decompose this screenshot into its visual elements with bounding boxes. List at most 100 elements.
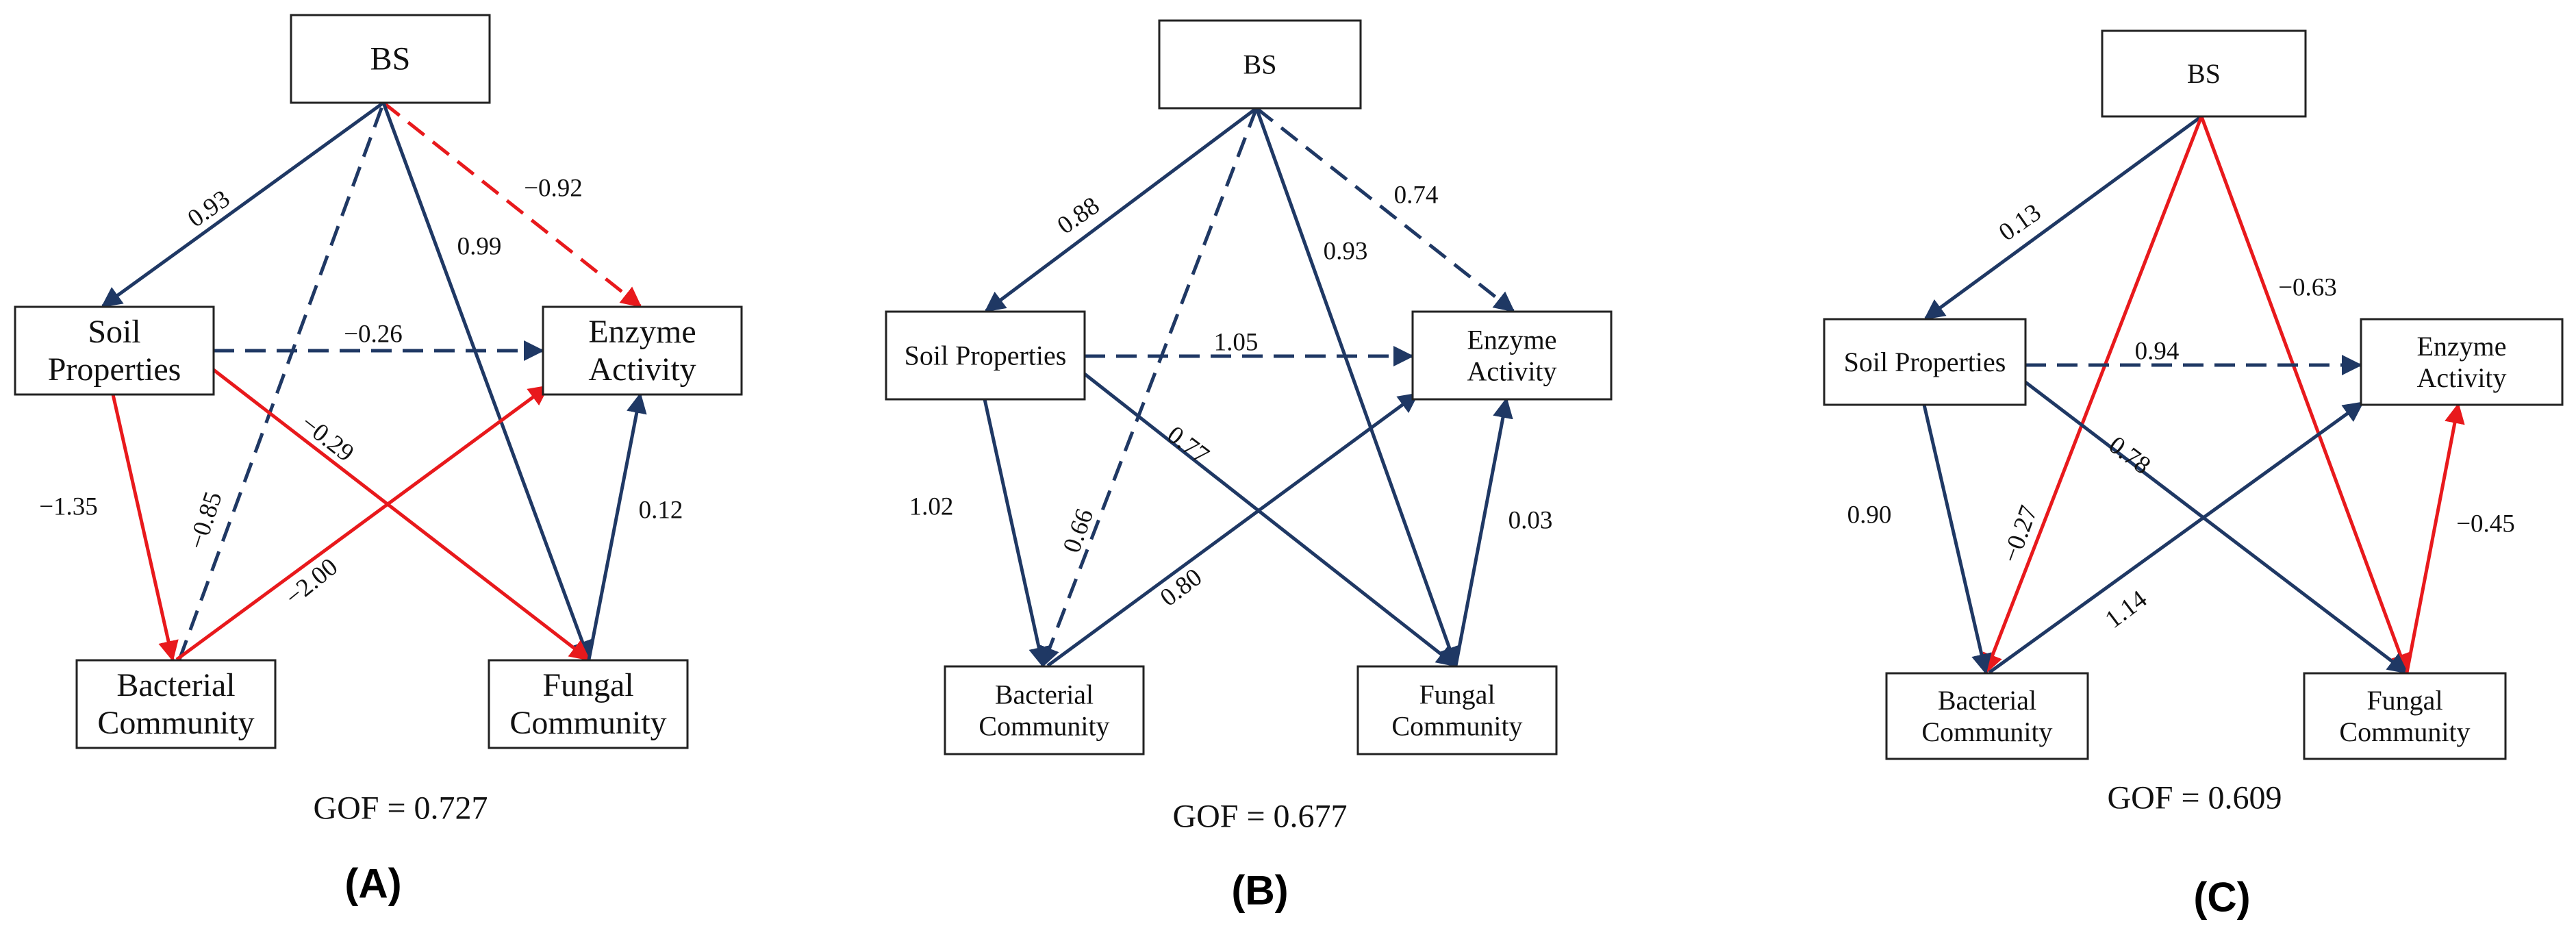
node-label: Soil Properties — [905, 340, 1067, 371]
coefficient-label: 0.90 — [1847, 501, 1892, 529]
coefficient-label: −0.27 — [1997, 502, 2043, 566]
node-box — [1823, 318, 2027, 406]
path-bacterial-to-enzyme — [175, 384, 550, 662]
node-box — [885, 310, 1086, 401]
panel-label: (A) — [344, 861, 401, 907]
node-label: Soil — [88, 314, 140, 350]
node-label: Soil Properties — [1844, 347, 2006, 377]
path-bs-to-fungal — [2199, 116, 2410, 675]
coefficient-label: −0.63 — [2278, 274, 2337, 302]
node-label: Community — [978, 711, 1109, 742]
node-label: Activity — [1467, 356, 1556, 387]
node-box — [1158, 19, 1362, 110]
node-label: Properties — [48, 351, 181, 388]
path-bacterial-to-enzyme — [1046, 392, 1419, 668]
node-box — [75, 659, 277, 749]
path-bs-to-soil — [1923, 114, 2203, 321]
node-label: Bacterial — [1938, 685, 2036, 716]
node-box — [2360, 318, 2564, 406]
node-label: Activity — [588, 351, 696, 388]
node-label: Bacterial — [116, 667, 235, 703]
node-box — [1885, 672, 2089, 760]
node-box — [1411, 310, 1613, 401]
node-label: Community — [2339, 716, 2470, 747]
node-label: Fungal — [2366, 685, 2442, 716]
coefficient-label: 0.78 — [2104, 431, 2156, 480]
node-box — [2303, 672, 2507, 760]
coefficient-label: 0.80 — [1155, 563, 1207, 612]
coefficient-label: 0.99 — [457, 233, 502, 261]
node-bs: BS — [1158, 19, 1362, 110]
path-fungal-to-enzyme — [587, 392, 647, 660]
gof-label: GOF = 0.609 — [2107, 780, 2282, 816]
coefficient-label: −0.92 — [524, 175, 583, 203]
node-label: Community — [509, 705, 666, 741]
panel-a: BSSoilPropertiesEnzymeActivityBacterialC… — [14, 14, 743, 907]
node-label: Enzyme — [1467, 325, 1556, 355]
node-bs: BS — [2101, 29, 2307, 118]
coefficient-label: −1.35 — [39, 493, 98, 521]
path-soil-to-fungal — [1083, 373, 1458, 667]
node-soil: Soil Properties — [885, 310, 1086, 401]
coefficient-label: −0.85 — [183, 488, 227, 553]
path-bs-to-enzyme — [382, 101, 642, 308]
node-soil: Soil Properties — [1823, 318, 2027, 406]
path-bs-to-fungal — [381, 102, 592, 662]
path-fungal-to-enzyme — [1454, 397, 1513, 666]
coefficient-label: 0.66 — [1058, 505, 1100, 557]
coefficient-label: 1.02 — [909, 493, 954, 521]
coefficient-label: 0.74 — [1394, 182, 1439, 210]
coefficient-label: 0.94 — [2135, 338, 2180, 366]
path-bs-to-soil — [101, 101, 385, 308]
coefficient-label: 0.13 — [1994, 199, 2047, 247]
path-bs-to-bacterial — [1982, 116, 2204, 675]
node-box — [944, 665, 1145, 755]
node-box — [290, 14, 491, 104]
node-label: Community — [1391, 711, 1522, 742]
panel-b: BS Soil Properties EnzymeActivityBacterial… — [885, 19, 1613, 914]
path-fungal-to-enzyme — [2405, 403, 2465, 673]
node-label: BS — [1243, 49, 1277, 80]
coefficient-label: 0.93 — [183, 185, 236, 234]
path-bs-to-bacterial — [1039, 108, 1259, 668]
node-label: BS — [370, 41, 411, 77]
coefficient-label: 1.05 — [1214, 329, 1259, 357]
coefficient-label: −0.45 — [2456, 510, 2515, 538]
node-label: Bacterial — [995, 679, 1094, 710]
node-box — [1356, 665, 1558, 755]
coefficient-label: 0.03 — [1508, 507, 1553, 535]
path-bacterial-to-enzyme — [1988, 401, 2364, 675]
node-box — [488, 659, 689, 749]
coefficient-label: 0.77 — [1162, 421, 1214, 470]
path-bs-to-enzyme — [1255, 107, 1515, 312]
path-bacterial-to-bs — [177, 102, 386, 660]
node-label: BS — [2187, 58, 2221, 89]
coefficient-label: 0.88 — [1052, 192, 1105, 240]
path-soil-to-bacterial — [983, 399, 1049, 668]
node-box — [2101, 29, 2307, 118]
gof-label: GOF = 0.727 — [313, 790, 488, 827]
coefficient-label: 0.93 — [1324, 238, 1368, 266]
gof-label: GOF = 0.677 — [1172, 799, 1347, 835]
coefficient-label: −0.26 — [344, 321, 403, 349]
node-label: Fungal — [1419, 679, 1495, 710]
panel-label: (C) — [2193, 875, 2250, 921]
node-label: Community — [1921, 716, 2052, 747]
path-bs-to-soil — [984, 106, 1258, 313]
panel-label: (B) — [1231, 868, 1288, 914]
coefficient-label: 1.14 — [2100, 585, 2152, 634]
node-label: Fungal — [542, 667, 633, 703]
node-label: Enzyme — [588, 314, 696, 350]
path-soil-to-bacterial — [1922, 404, 1992, 675]
